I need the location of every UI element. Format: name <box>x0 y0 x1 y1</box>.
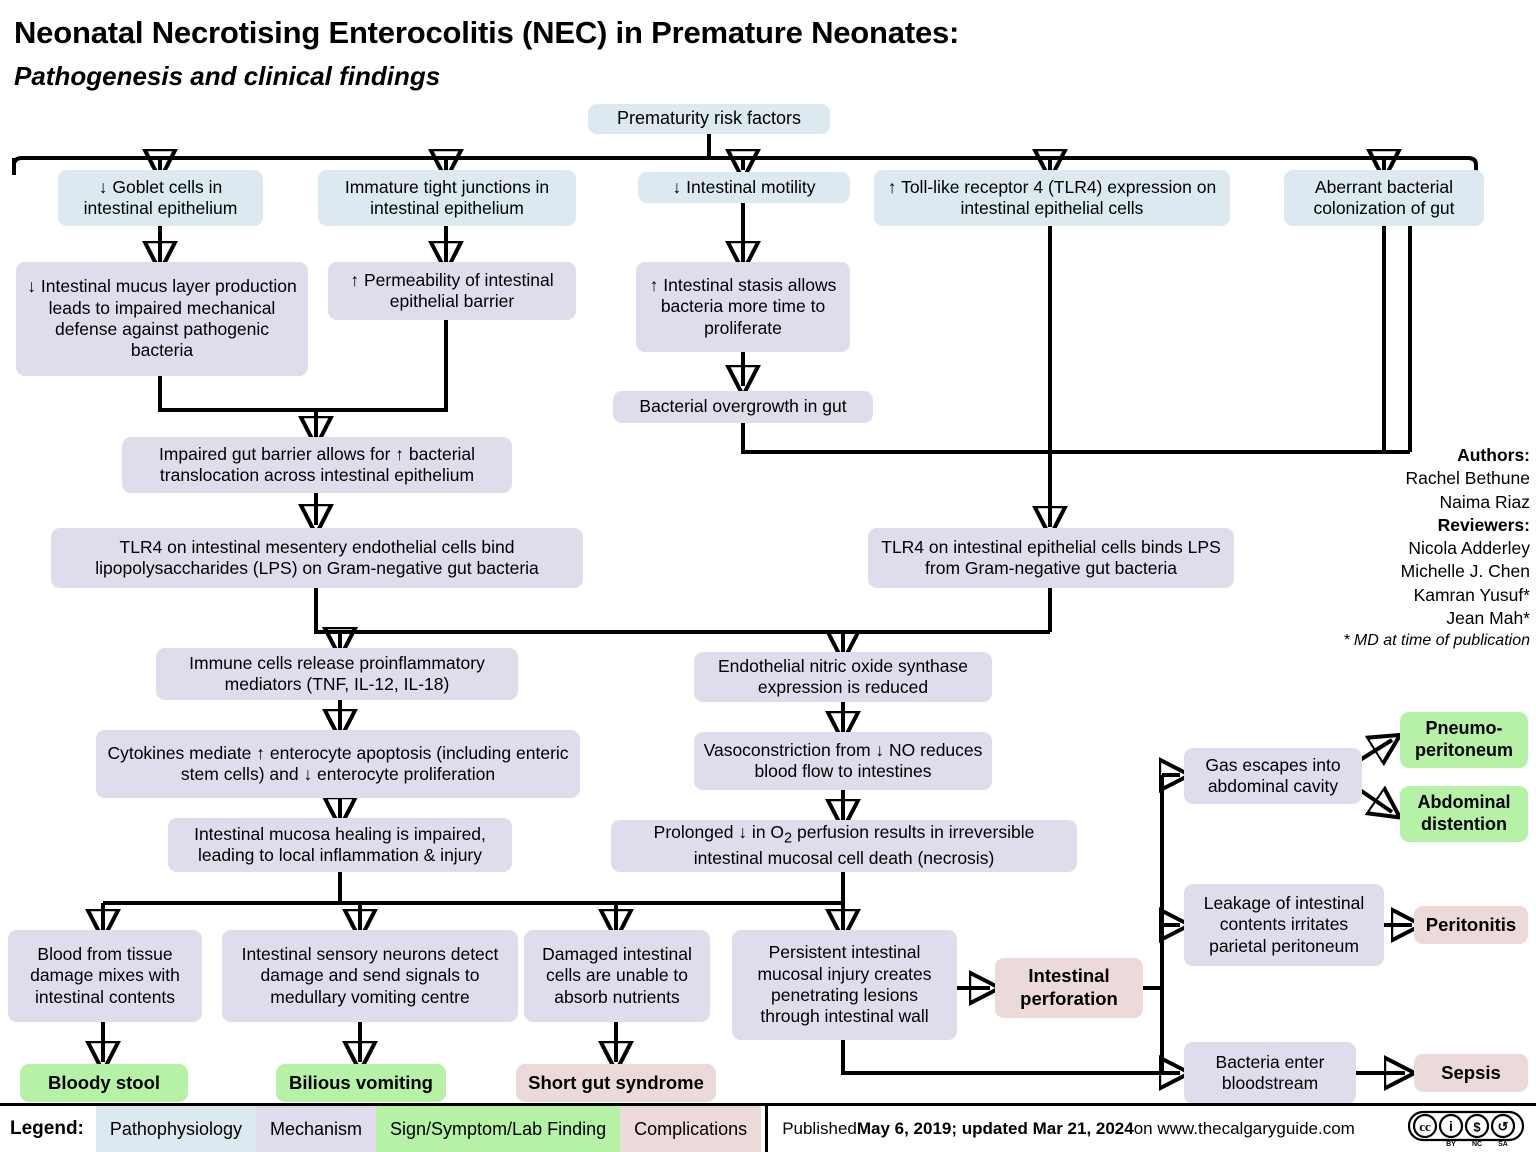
legend-item-sign-symptom: Sign/Symptom/Lab Finding <box>376 1106 621 1152</box>
node-mucosa-healing[interactable]: Intestinal mucosa healing is impaired, l… <box>168 818 512 872</box>
legend-item-pathophysiology: Pathophysiology <box>95 1106 256 1152</box>
author-name: Rachel Bethune <box>1405 468 1530 489</box>
node-sensory-neurons[interactable]: Intestinal sensory neurons detect damage… <box>222 930 518 1022</box>
node-permeability[interactable]: ↑ Permeability of intestinal epithelial … <box>328 262 576 320</box>
svg-text:i: i <box>1449 1118 1453 1134</box>
node-damaged-cells[interactable]: Damaged intestinal cells are unable to a… <box>524 930 710 1022</box>
cc-badge-by: BY <box>1446 1141 1456 1148</box>
reviewer-name: Jean Mah* <box>1446 607 1530 628</box>
authors-label: Authors: <box>1457 445 1530 465</box>
node-impaired-gut-barrier[interactable]: Impaired gut barrier allows for ↑ bacter… <box>122 437 512 493</box>
node-blood-tissue[interactable]: Blood from tissue damage mixes with inte… <box>8 930 202 1022</box>
prolonged-perfusion-text-post: perfusion results in irreversible intest… <box>693 822 1035 869</box>
author-name: Naima Riaz <box>1439 491 1530 512</box>
node-intestinal-motility[interactable]: ↓ Intestinal motility <box>638 172 850 203</box>
node-prematurity-risk[interactable]: Prematurity risk factors <box>588 104 830 134</box>
node-peritonitis[interactable]: Peritonitis <box>1414 906 1528 944</box>
node-bacteria-bloodstream[interactable]: Bacteria enter bloodstream <box>1184 1042 1356 1104</box>
node-sepsis[interactable]: Sepsis <box>1414 1054 1528 1092</box>
node-persistent-injury[interactable]: Persistent intestinal mucosal injury cre… <box>732 930 957 1040</box>
node-immune-cells[interactable]: Immune cells release proinflammatory med… <box>156 648 518 700</box>
node-aberrant-colonization[interactable]: Aberrant bacterial colonization of gut <box>1284 170 1484 226</box>
node-goblet-cells[interactable]: ↓ Goblet cells in intestinal epithelium <box>58 170 263 226</box>
node-prolonged-perfusion[interactable]: Prolonged ↓ in O2 perfusion results in i… <box>611 820 1077 872</box>
reviewers-label: Reviewers: <box>1437 514 1530 535</box>
authors-footnote: * MD at time of publication <box>1343 632 1530 650</box>
node-tlr4-epithelial[interactable]: TLR4 on intestinal epithelial cells bind… <box>868 528 1234 588</box>
node-mucus-layer[interactable]: ↓ Intestinal mucus layer production lead… <box>16 262 308 376</box>
svg-text:↺: ↺ <box>1498 1119 1509 1134</box>
svg-text:cc: cc <box>1419 1119 1431 1134</box>
published-suffix: on www.thecalgaryguide.com <box>1133 1119 1355 1138</box>
creative-commons-badge: cc i $ ↺ BY NC SA <box>1408 1108 1526 1148</box>
node-tlr4-expression[interactable]: ↑ Toll-like receptor 4 (TLR4) expression… <box>874 170 1230 226</box>
node-tlr4-mesentery[interactable]: TLR4 on intestinal mesentery endothelial… <box>51 528 583 588</box>
prolonged-perfusion-subscript: 2 <box>784 830 793 847</box>
publication-info: Published May 6, 2019; updated Mar 21, 2… <box>765 1106 1369 1152</box>
node-cytokines[interactable]: Cytokines mediate ↑ enterocyte apoptosis… <box>96 730 580 798</box>
legend-item-mechanism: Mechanism <box>255 1106 377 1152</box>
node-intestinal-perforation[interactable]: Intestinal perforation <box>995 958 1143 1018</box>
node-bilious-vomiting[interactable]: Bilious vomiting <box>276 1064 446 1102</box>
page-title: Neonatal Necrotising Enterocolitis (NEC)… <box>14 15 960 50</box>
cc-badge-nc: NC <box>1472 1141 1482 1148</box>
page-subtitle: Pathogenesis and clinical findings <box>14 61 441 91</box>
published-dates: May 6, 2019; updated Mar 21, 2024 <box>856 1119 1134 1138</box>
node-enos[interactable]: Endothelial nitric oxide synthase expres… <box>694 652 992 702</box>
node-bloody-stool[interactable]: Bloody stool <box>20 1064 188 1102</box>
node-intestinal-stasis[interactable]: ↑ Intestinal stasis allows bacteria more… <box>636 262 850 352</box>
svg-text:$: $ <box>1473 1120 1481 1135</box>
node-pneumoperitoneum[interactable]: Pneumo-peritoneum <box>1400 712 1528 768</box>
reviewer-name: Kamran Yusuf* <box>1413 584 1530 605</box>
published-prefix: Published <box>782 1119 857 1138</box>
node-gas-escapes[interactable]: Gas escapes into abdominal cavity <box>1184 748 1362 804</box>
node-bacterial-overgrowth[interactable]: Bacterial overgrowth in gut <box>613 391 873 423</box>
node-tight-junctions[interactable]: Immature tight junctions in intestinal e… <box>318 170 576 226</box>
node-short-gut-syndrome[interactable]: Short gut syndrome <box>516 1064 716 1102</box>
node-vasoconstriction[interactable]: Vasoconstriction from ↓ NO reduces blood… <box>694 732 992 790</box>
cc-license-icon: cc i $ ↺ BY NC SA <box>1408 1110 1525 1148</box>
legend-label: Legend: <box>10 1118 84 1139</box>
node-leakage[interactable]: Leakage of intestinal contents irritates… <box>1184 884 1384 966</box>
reviewer-name: Michelle J. Chen <box>1400 561 1530 582</box>
legend-bar: Legend: Pathophysiology Mechanism Sign/S… <box>0 1103 1536 1152</box>
authors-block: Authors: Rachel Bethune Naima Riaz Revie… <box>1260 444 1530 651</box>
node-abdominal-distention[interactable]: Abdominal distention <box>1400 786 1528 842</box>
prolonged-perfusion-text-pre: Prolonged ↓ in O <box>653 822 785 843</box>
legend-item-complications: Complications <box>620 1106 762 1152</box>
reviewer-name: Nicola Adderley <box>1408 538 1530 559</box>
cc-badge-sa: SA <box>1498 1141 1508 1148</box>
